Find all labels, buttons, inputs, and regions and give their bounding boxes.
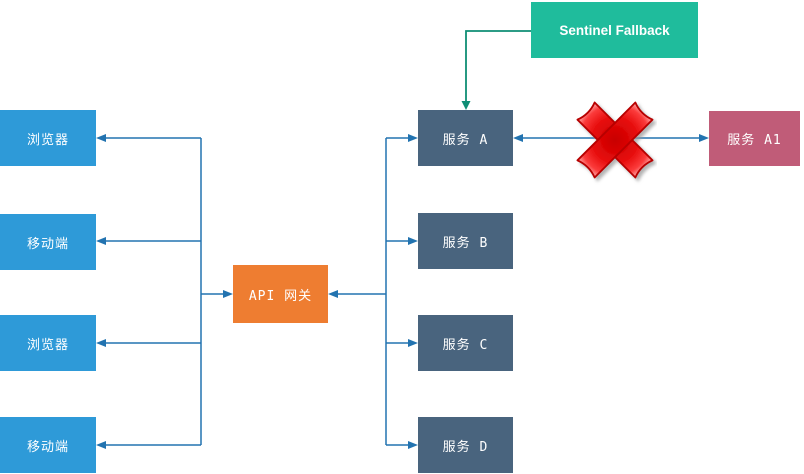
- arrow-to-service-c: [386, 339, 418, 347]
- node-label: 服务 B: [442, 235, 489, 251]
- node-service-b: 服务 B: [418, 213, 513, 269]
- arrow-clients-to-gateway: [201, 290, 233, 298]
- node-label: 浏览器: [26, 132, 69, 148]
- arrow-sentinel-to-service-a: [461, 30, 531, 110]
- arrow-services-to-gateway: [328, 290, 386, 298]
- node-label: 浏览器: [26, 337, 69, 353]
- node-client-browser-2: 浏览器: [0, 315, 96, 371]
- red-x-failure-icon: [576, 101, 654, 179]
- node-label: 移动端: [26, 236, 69, 252]
- node-service-a1: 服务 A1: [709, 111, 800, 166]
- node-service-a: 服务 A: [418, 110, 513, 166]
- arrow-to-browser-2: [96, 339, 201, 347]
- arrow-to-browser-1: [96, 134, 201, 142]
- node-label: API 网关: [248, 288, 313, 304]
- node-label: 服务 A: [442, 132, 489, 148]
- node-client-mobile-2: 移动端: [0, 417, 96, 473]
- node-label: Sentinel Fallback: [559, 22, 670, 38]
- node-service-d: 服务 D: [418, 417, 513, 473]
- arrow-to-service-a: [386, 134, 418, 142]
- node-label: 服务 C: [442, 337, 489, 353]
- node-label: 服务 A1: [727, 133, 782, 148]
- node-client-browser-1: 浏览器: [0, 110, 96, 166]
- arrow-to-mobile-1: [96, 237, 201, 245]
- arrow-to-service-b: [386, 237, 418, 245]
- arrow-to-mobile-2: [96, 441, 201, 449]
- node-label: 移动端: [26, 439, 69, 455]
- arrow-to-service-d: [386, 441, 418, 449]
- node-client-mobile-1: 移动端: [0, 214, 96, 270]
- node-sentinel-fallback: Sentinel Fallback: [531, 2, 698, 58]
- node-service-c: 服务 C: [418, 315, 513, 371]
- node-label: 服务 D: [442, 439, 489, 455]
- node-api-gateway: API 网关: [233, 265, 328, 323]
